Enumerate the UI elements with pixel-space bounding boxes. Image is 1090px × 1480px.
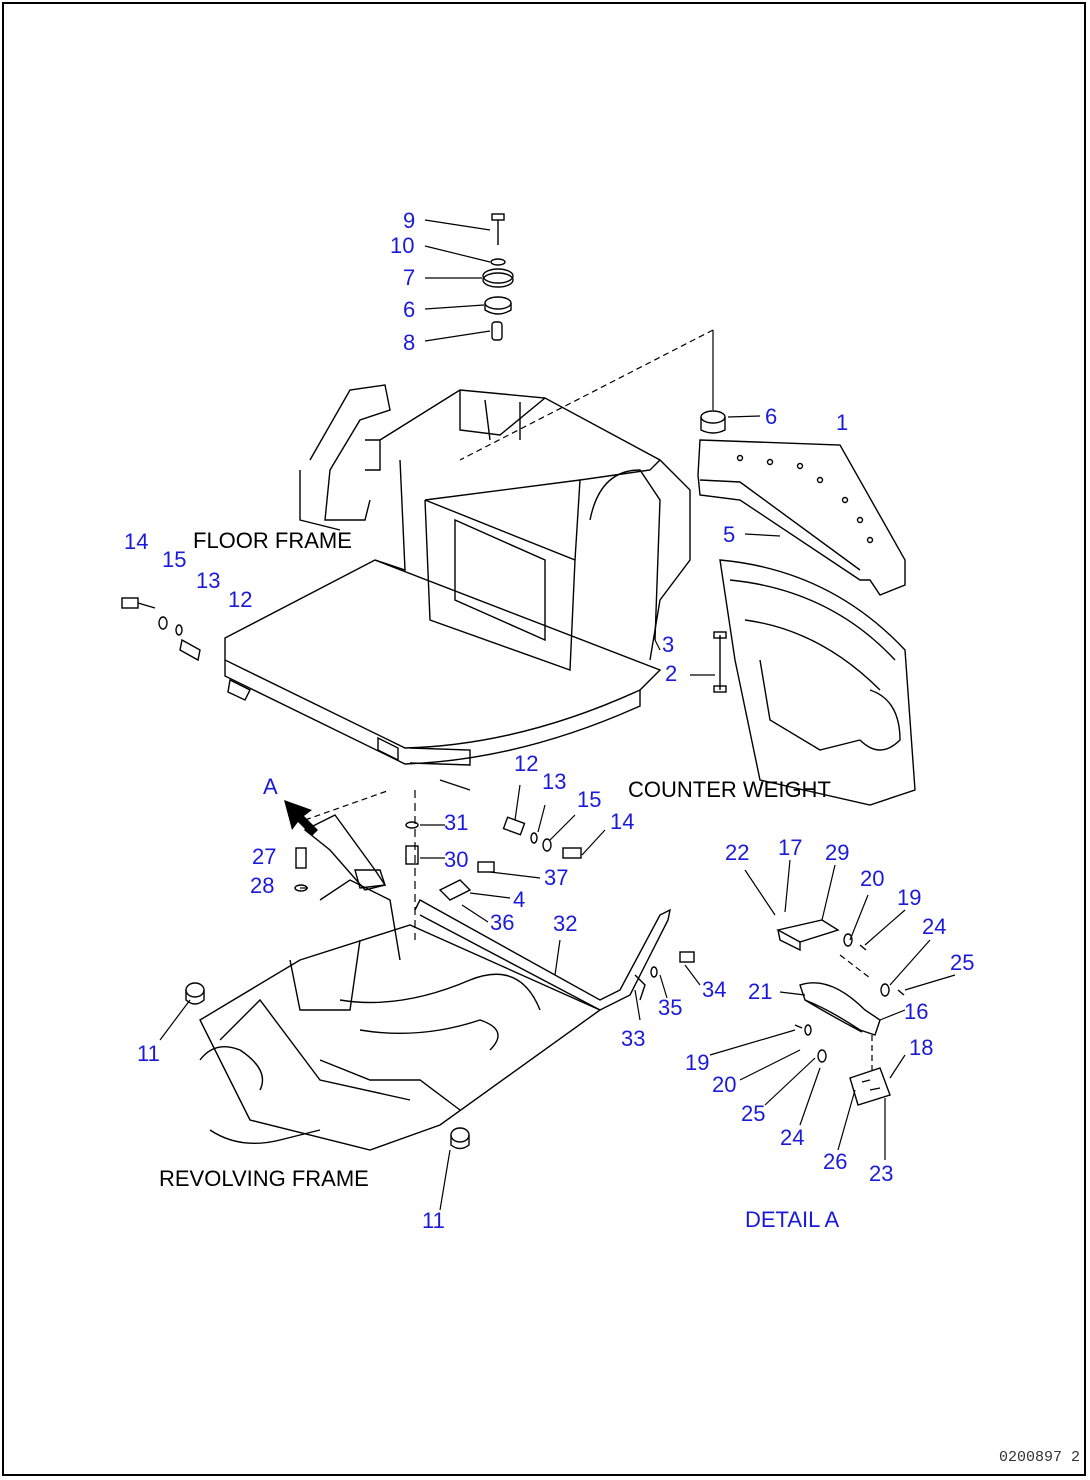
revolving-frame-drawing: [185, 814, 695, 1151]
callout-24[interactable]: 24: [922, 914, 947, 939]
callout-36[interactable]: 36: [490, 910, 515, 935]
callout-12[interactable]: 12: [228, 587, 253, 612]
callout-18[interactable]: 18: [909, 1035, 934, 1060]
callout-15[interactable]: 15: [162, 547, 187, 572]
callout-10[interactable]: 10: [390, 233, 415, 258]
detail-a-label: DETAIL A: [745, 1207, 840, 1232]
callout-28[interactable]: 28: [250, 873, 275, 898]
callout-4[interactable]: 4: [513, 887, 526, 912]
callout-22[interactable]: 22: [725, 840, 750, 865]
bracket-drawing: [697, 410, 906, 596]
callout-9[interactable]: 9: [403, 208, 416, 233]
callout-2[interactable]: 2: [665, 661, 678, 686]
callout-3[interactable]: 3: [662, 632, 675, 657]
callout-6[interactable]: 6: [765, 404, 778, 429]
callout-12[interactable]: 12: [514, 751, 539, 776]
callout-8[interactable]: 8: [403, 330, 416, 355]
callout-34[interactable]: 34: [702, 977, 727, 1002]
callout-5[interactable]: 5: [723, 522, 736, 547]
callout-23[interactable]: 23: [869, 1161, 894, 1186]
callout-11[interactable]: 11: [422, 1208, 445, 1233]
view-arrow-a: [284, 800, 318, 836]
callout-24[interactable]: 24: [780, 1125, 805, 1150]
callout-26[interactable]: 26: [823, 1149, 848, 1174]
detail-a-drawing: [776, 919, 905, 1106]
callout-1[interactable]: 1: [836, 410, 849, 435]
callout-6[interactable]: 6: [403, 297, 416, 322]
callout-32[interactable]: 32: [553, 911, 578, 936]
callout-14[interactable]: 14: [124, 529, 149, 554]
callout-20[interactable]: 20: [860, 866, 885, 891]
callout-13[interactable]: 13: [196, 568, 221, 593]
callout-35[interactable]: 35: [658, 995, 683, 1020]
callout-25[interactable]: 25: [741, 1101, 766, 1126]
callout-29[interactable]: 29: [825, 840, 850, 865]
drawing-number: 0200897 2: [998, 1449, 1080, 1466]
floor-frame-label: FLOOR FRAME: [193, 528, 352, 553]
hardware-left: [121, 597, 582, 859]
revolving-frame-label: REVOLVING FRAME: [159, 1166, 369, 1191]
callout-25[interactable]: 25: [950, 950, 975, 975]
callout-37[interactable]: 37: [544, 865, 569, 890]
callout-21[interactable]: 21: [748, 979, 773, 1004]
callout-17[interactable]: 17: [778, 835, 803, 860]
callout-13[interactable]: 13: [542, 769, 567, 794]
callout-7[interactable]: 7: [403, 265, 416, 290]
leader-lines: [159, 219, 956, 1211]
callout-14[interactable]: 14: [610, 809, 635, 834]
callout-33[interactable]: 33: [621, 1026, 646, 1051]
callout-11[interactable]: 11: [137, 1041, 160, 1066]
floor-frame-drawing: [224, 384, 691, 766]
callout-15[interactable]: 15: [577, 787, 602, 812]
callout-16[interactable]: 16: [904, 999, 929, 1024]
counter-weight-label: COUNTER WEIGHT: [628, 777, 831, 802]
callout-30[interactable]: 30: [444, 847, 469, 872]
view-arrow-label: A: [263, 774, 278, 799]
callout-20[interactable]: 20: [712, 1072, 737, 1097]
callout-27[interactable]: 27: [252, 844, 277, 869]
callout-31[interactable]: 31: [444, 810, 469, 835]
counter-weight-drawing: [713, 559, 916, 806]
callout-19[interactable]: 19: [685, 1050, 710, 1075]
mount-stack: [482, 213, 514, 341]
callout-19[interactable]: 19: [897, 885, 922, 910]
